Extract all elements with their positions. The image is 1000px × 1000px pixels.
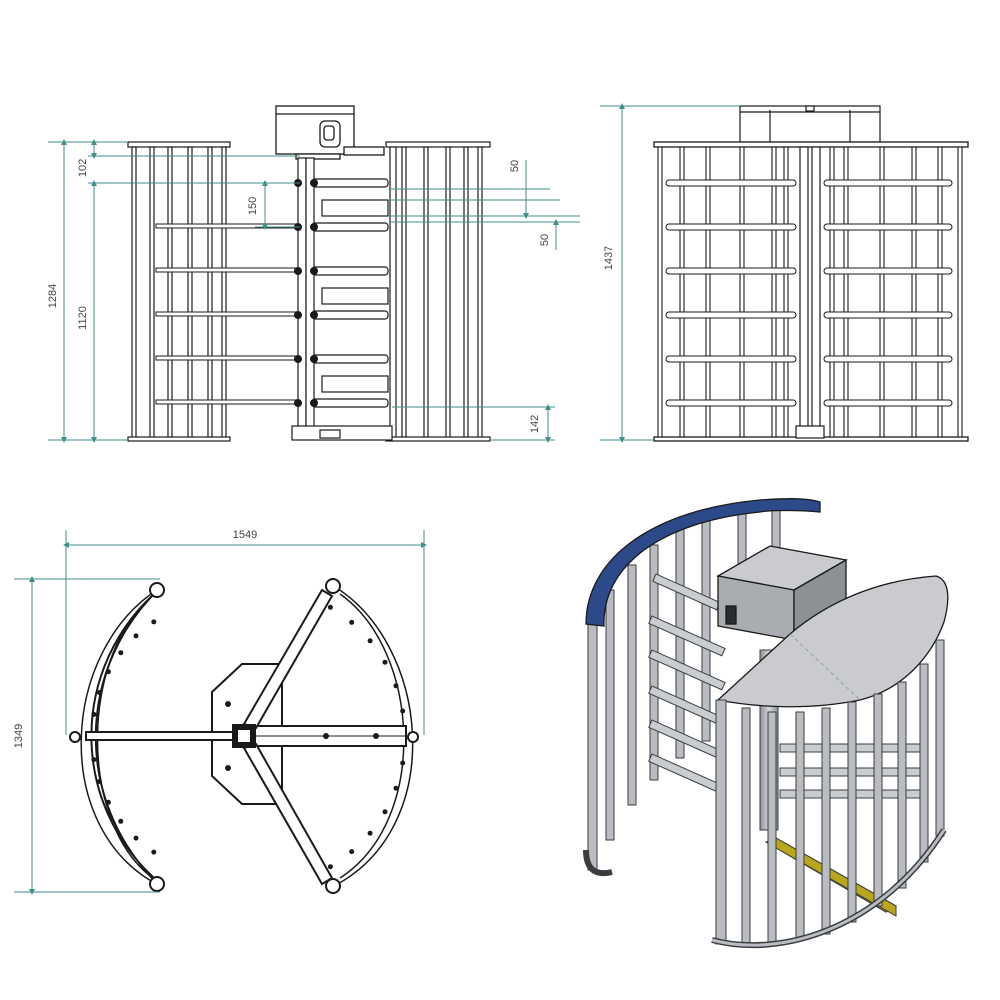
front-rail [823,355,953,363]
rail-hole [133,835,139,841]
rail-hole [96,690,102,695]
rail-hole [382,809,388,815]
front-bar [783,146,789,438]
rail-hole [96,779,102,784]
front-rail [823,311,953,319]
side-rotor-arms [311,178,389,408]
plan-rail-ends [69,578,419,894]
rail-hole [367,638,373,644]
front-bar [879,146,885,438]
side-view: 1284 1120 102 150 50 50 142 [47,105,580,443]
front-bar [957,146,963,438]
front-bar [739,146,745,438]
dim-plan-depth: 1349 [13,724,25,748]
front-top-rail [653,141,969,442]
iso-top-arc [585,498,821,627]
rail-hole [91,757,97,763]
front-rail [665,355,797,363]
dim-front-overall-height: 1437 [603,246,615,270]
turnstile-3d-icon [583,498,949,949]
side-rotor-shaft [297,157,315,435]
side-dimension-labels: 1284 1120 102 150 50 50 142 [47,159,551,433]
rail-hole [151,619,157,625]
front-bar [705,146,711,438]
rail-hole [105,799,111,805]
dim-plan-width: 1549 [233,529,257,541]
rail-hole [327,864,333,870]
dim-rotor-height: 1120 [77,306,89,330]
dim-arm-spacing: 150 [247,197,259,215]
side-right-cage [385,141,491,442]
side-left-rails [155,223,297,405]
front-horizontal-rails [665,179,953,407]
rail-hole [327,604,333,610]
front-bar [829,146,835,438]
front-bar [911,146,917,438]
rail-hole [118,818,124,824]
side-dimensions [48,139,580,443]
rail-hole [400,760,406,766]
dim-bottom-offset: 142 [529,415,541,433]
rail-hole [118,650,124,656]
front-dimensions [600,103,740,443]
front-vertical-bars [657,146,963,438]
dim-overall-height: 1284 [47,284,59,308]
plan-dimensions [14,530,427,895]
rail-hole [349,849,355,855]
front-rail [823,267,953,275]
front-rail [665,179,797,187]
rail-hole [91,711,97,717]
rail-hole [393,785,399,791]
front-rail [665,311,797,319]
front-rail [823,399,953,407]
plan-rotor-arms [85,588,407,886]
front-bar [937,146,943,438]
front-rail [665,267,797,275]
front-bar [657,146,663,438]
rail-hole [393,683,399,689]
side-left-cage [127,141,231,442]
front-rail [665,399,797,407]
iso-canopy [716,575,949,708]
side-base [291,425,393,441]
front-bar [679,146,685,438]
front-rail [665,223,797,231]
front-bar [843,146,849,438]
front-rail [823,179,953,187]
plan-view: 1549 1349 [13,529,427,895]
front-bar [771,146,777,438]
rail-hole [133,633,139,639]
rail-hole [382,659,388,665]
rail-hole [105,669,111,675]
dim-arm-gap-bottom: 50 [539,234,551,246]
front-center-shaft [795,146,825,439]
front-view: 1437 [600,103,969,443]
rail-hole [367,830,373,836]
side-control-housing [275,105,385,160]
rail-hole [151,849,157,855]
dim-arm-gap-top: 50 [509,160,521,172]
front-rail [823,223,953,231]
dim-top-offset: 102 [77,159,89,177]
front-housing [739,105,881,143]
rail-hole [349,619,355,625]
iso-front-bars [715,639,945,945]
rail-hole [400,708,406,714]
